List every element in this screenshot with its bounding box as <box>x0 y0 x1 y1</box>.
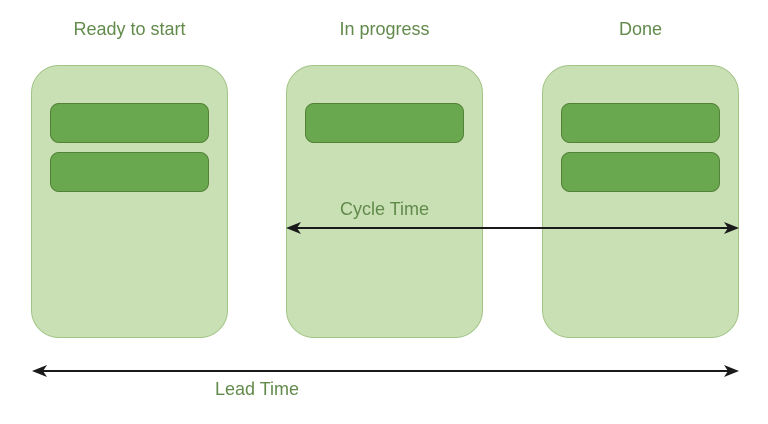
kanban-column-in-progress <box>286 65 483 338</box>
column-title-done: Done <box>618 19 663 39</box>
cycle-time-label: Cycle Time <box>339 199 429 219</box>
card-stack-done <box>561 103 720 192</box>
card-stack-ready-to-start <box>50 103 209 192</box>
lead-time-arrowhead-right-icon <box>724 365 739 377</box>
card-stack-in-progress <box>305 103 464 143</box>
kanban-column-ready-to-start <box>31 65 228 338</box>
column-title-in-progress: In progress <box>339 19 430 39</box>
lead-time-arrowhead-left-icon <box>32 365 47 377</box>
column-title-ready-to-start: Ready to start <box>73 19 186 39</box>
lead-time-label: Lead Time <box>214 379 300 399</box>
kanban-card <box>50 152 209 192</box>
kanban-card <box>561 103 720 143</box>
kanban-card <box>561 152 720 192</box>
kanban-card <box>305 103 464 143</box>
kanban-card <box>50 103 209 143</box>
kanban-column-done <box>542 65 739 338</box>
